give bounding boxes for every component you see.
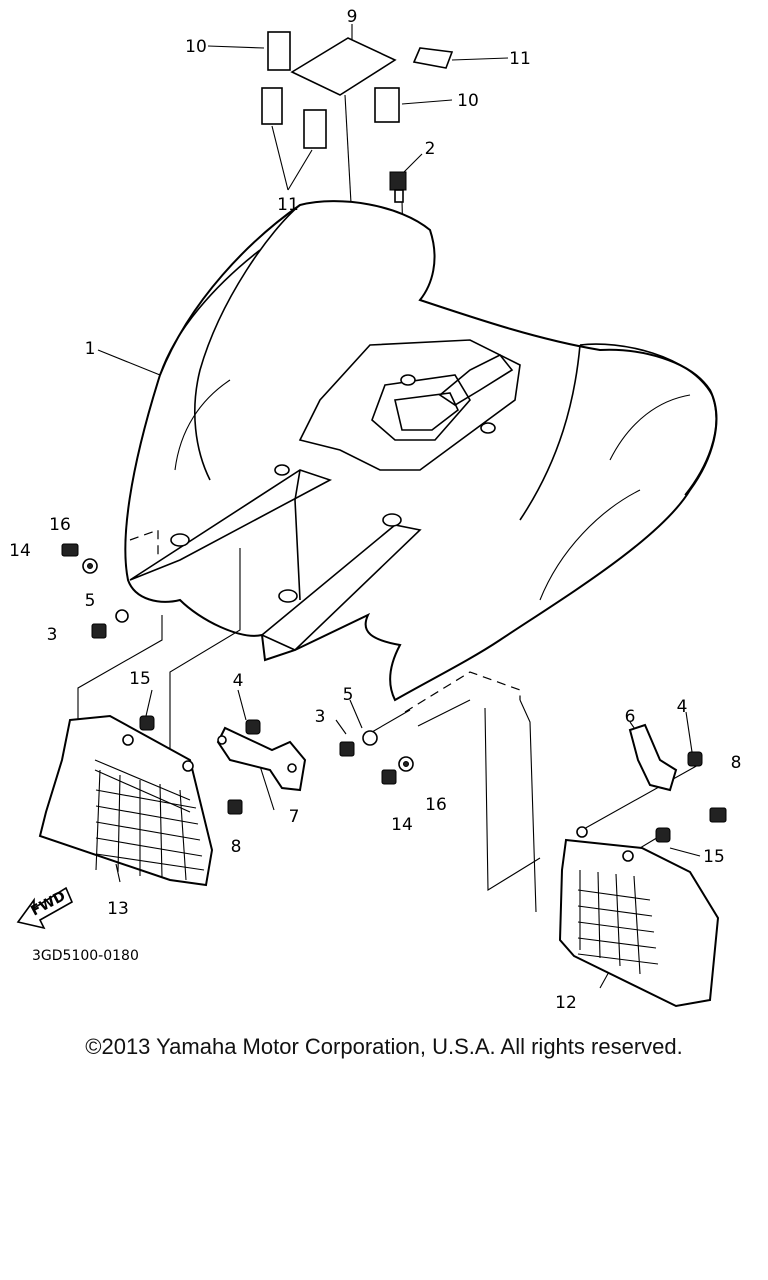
callout-3-right: 3 (315, 707, 326, 727)
callout-13: 13 (107, 899, 129, 919)
bracket-6 (628, 723, 678, 792)
sticker-11-left-a (261, 87, 283, 125)
callout-2: 2 (425, 139, 436, 159)
callout-16-right: 16 (425, 795, 447, 815)
hardware (61, 543, 727, 843)
exploded-parts-diagram: FWD 9 10 11 10 2 11 1 16 14 5 3 15 4 5 3… (9, 7, 741, 1013)
callout-11-top: 11 (509, 49, 531, 69)
sticker-10-right (374, 87, 400, 123)
callout-14-left: 14 (9, 541, 31, 561)
callout-8-right: 8 (731, 753, 742, 773)
callout-14-right: 14 (391, 815, 413, 835)
callout-7: 7 (289, 807, 300, 827)
mud-flap-12 (558, 826, 720, 1008)
callout-4-left: 4 (233, 671, 244, 691)
bracket-7 (216, 726, 307, 792)
callout-6: 6 (625, 707, 636, 727)
callout-9: 9 (347, 7, 358, 27)
callout-8-left: 8 (231, 837, 242, 857)
sticker-9 (290, 37, 397, 96)
sticker-10-left (267, 31, 291, 71)
mud-flap-13 (38, 714, 214, 887)
callout-3-left: 3 (47, 625, 58, 645)
callout-10-top: 10 (185, 37, 207, 57)
rear-fender (124, 200, 718, 702)
sticker-11-top (412, 47, 454, 69)
diagram-code: 3GD5100-0180 (32, 948, 139, 964)
callout-12: 12 (555, 993, 577, 1013)
callout-labels: 9 10 11 10 2 11 1 16 14 5 3 15 4 5 3 6 4… (9, 7, 741, 1013)
sticker-group (261, 31, 454, 149)
callout-15-right: 15 (703, 847, 725, 867)
callout-16-left: 16 (49, 515, 71, 535)
callout-4-right: 4 (677, 697, 688, 717)
callout-15-left: 15 (129, 669, 151, 689)
callout-11-left: 11 (277, 195, 299, 215)
sticker-11-left-b (303, 109, 327, 149)
callout-10-right: 10 (457, 91, 479, 111)
fwd-arrow: FWD (16, 886, 74, 930)
callout-5-right: 5 (343, 685, 354, 705)
bolt-2 (389, 171, 407, 203)
copyright-notice: ©2013 Yamaha Motor Corporation, U.S.A. A… (85, 1034, 683, 1059)
callout-1: 1 (85, 339, 96, 359)
callout-5-left: 5 (85, 591, 96, 611)
